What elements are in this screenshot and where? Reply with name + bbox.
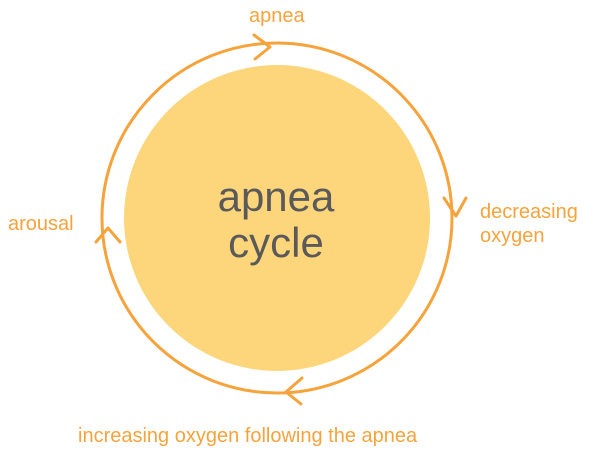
center-circle xyxy=(124,65,430,371)
arrow-left-icon xyxy=(284,376,304,406)
stage-label-apnea: apnea xyxy=(249,5,305,27)
stage-label-increasing-oxygen: increasing oxygen following the apnea xyxy=(78,425,418,447)
center-title-line1: apnea xyxy=(217,173,335,220)
arrow-up-icon xyxy=(94,226,122,244)
arrow-right-icon xyxy=(252,33,272,61)
stage-label-decreasing-oxygen: decreasing oxygen xyxy=(480,200,578,248)
stage-label-decreasing-line1: decreasing xyxy=(480,201,578,223)
center-title-line2: cycle xyxy=(228,219,324,266)
stage-label-arousal: arousal xyxy=(8,213,74,235)
center-title: apnea cycle xyxy=(146,174,406,266)
cycle-ring xyxy=(100,41,454,395)
arrow-down-icon xyxy=(442,196,468,218)
stage-label-decreasing-line2: oxygen xyxy=(480,225,545,247)
